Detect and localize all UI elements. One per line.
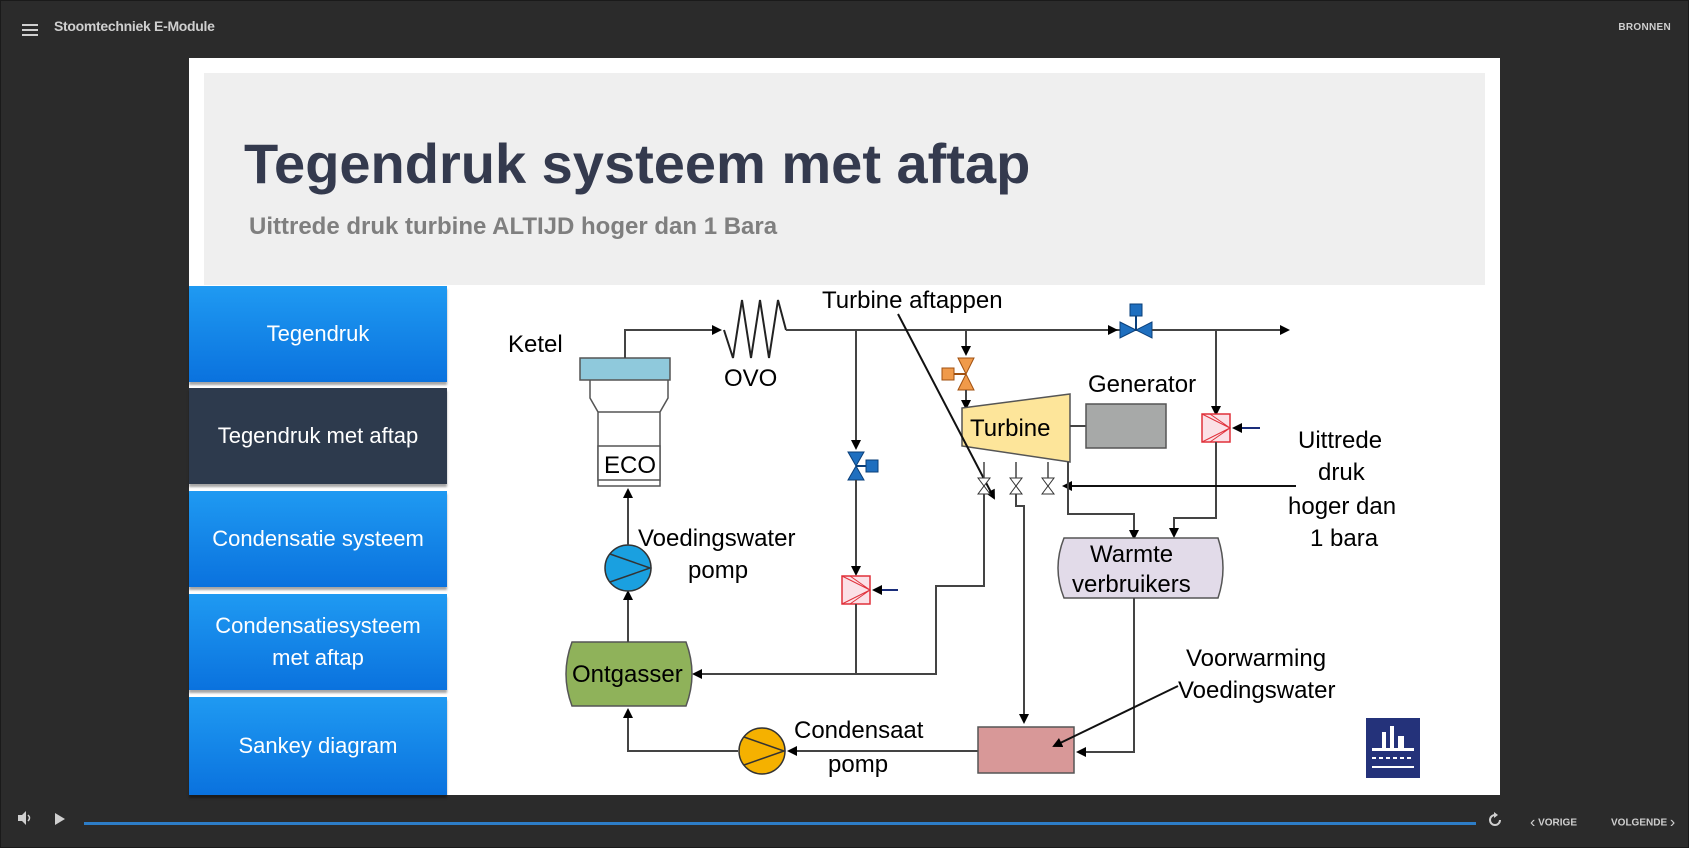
diagram-label-ontgasser: Ontgasser [572,661,683,688]
hamburger-menu-icon[interactable] [22,24,38,36]
app-title: Stoomtechniek E-Module [54,18,215,34]
nav-item-tegendruk[interactable]: Tegendruk [189,286,447,382]
diagram-label-voorwarming-2: Voedingswater [1178,677,1335,704]
nav-item-label: Condensatiesysteem met aftap [215,613,421,670]
turbine-inlet-valve-icon [941,357,975,391]
diagram-label-uittrede-2: druk [1318,459,1366,486]
feedwater-preheater-icon [977,726,1075,774]
bypass-valve-icon [847,451,879,481]
superheater-icon [723,299,787,359]
slide-title: Tegendruk systeem met aftap [244,132,1031,195]
previous-button[interactable]: ‹ VORIGE [1530,814,1577,832]
diagram-label-voorwarming-1: Voorwarming [1186,645,1326,672]
slide-subtitle: Uittrede druk turbine ALTIJD hoger dan 1… [249,213,778,240]
player-bar: ‹ VORIGE VOLGENDE › [0,800,1689,848]
replay-icon[interactable] [1487,812,1503,828]
deaerator-icon [565,641,693,707]
diagram-label-eco: ECO [604,452,656,479]
next-button[interactable]: VOLGENDE › [1611,814,1675,832]
diagram-label-turbine-aftappen: Turbine aftappen [822,287,1003,314]
top-bar: Stoomtechniek E-Module BRONNEN [0,0,1689,57]
diagram-label-voedingswater-2: pomp [688,557,748,584]
boiler-icon [579,357,671,487]
diagram-label-condensaat-1: Condensaat [794,717,924,744]
turbine-icon [961,393,1071,463]
slide-header: Tegendruk systeem met aftap Uittrede dru… [204,73,1485,285]
condensate-pump-icon [738,727,787,775]
slide: Tegendruk systeem met aftap Uittrede dru… [189,58,1500,795]
nav-item-condensatiesysteem-met-aftap[interactable]: Condensatiesysteem met aftap [189,594,447,690]
next-label: VOLGENDE [1611,817,1668,829]
diagram-label-voedingswater-1: Voedingswater [638,525,795,552]
nav-item-sankey-diagram[interactable]: Sankey diagram [189,697,447,795]
diagram-label-ovo: OVO [724,365,777,392]
nav-item-condensatie-systeem[interactable]: Condensatie systeem [189,491,447,587]
steam-system-diagram: Ketel ECO OVO [508,287,1420,778]
generator-icon [1085,403,1167,449]
bleed-valve-icon [977,477,1055,495]
diagram-label-warmte-2: verbruikers [1072,571,1191,598]
diagram-label-turbine: Turbine [970,415,1050,442]
nav-item-label: Sankey diagram [238,733,398,758]
sources-button[interactable]: BRONNEN [1618,22,1671,33]
nav-item-tegendruk-met-aftap[interactable]: Tegendruk met aftap [189,388,447,484]
institution-logo [1366,718,1420,778]
diagram-label-uittrede-4: 1 bara [1310,525,1379,552]
play-icon[interactable] [54,812,66,826]
volume-icon[interactable] [16,810,34,826]
desuperheater-icon [1201,413,1260,443]
diagram-label-condensaat-2: pomp [828,751,888,778]
nav-item-label: Tegendruk met aftap [217,423,419,448]
diagram-label-uittrede-1: Uittrede [1298,427,1382,454]
chevron-left-icon: ‹ [1530,814,1536,831]
previous-label: VORIGE [1538,817,1578,829]
nav-item-label: Tegendruk [266,321,370,346]
control-valve-icon [1119,303,1153,339]
nav-item-label: Condensatie systeem [212,526,424,551]
diagram-label-ketel: Ketel [508,331,563,358]
chevron-right-icon: › [1669,814,1676,831]
diagram-label-uittrede-3: hoger dan [1288,493,1396,520]
bypass-desuperheater-icon [841,575,898,605]
heat-consumers-icon [1057,537,1224,599]
diagram-label-generator: Generator [1088,371,1196,398]
progress-bar[interactable] [84,822,1476,825]
diagram-label-warmte-1: Warmte [1090,541,1173,568]
